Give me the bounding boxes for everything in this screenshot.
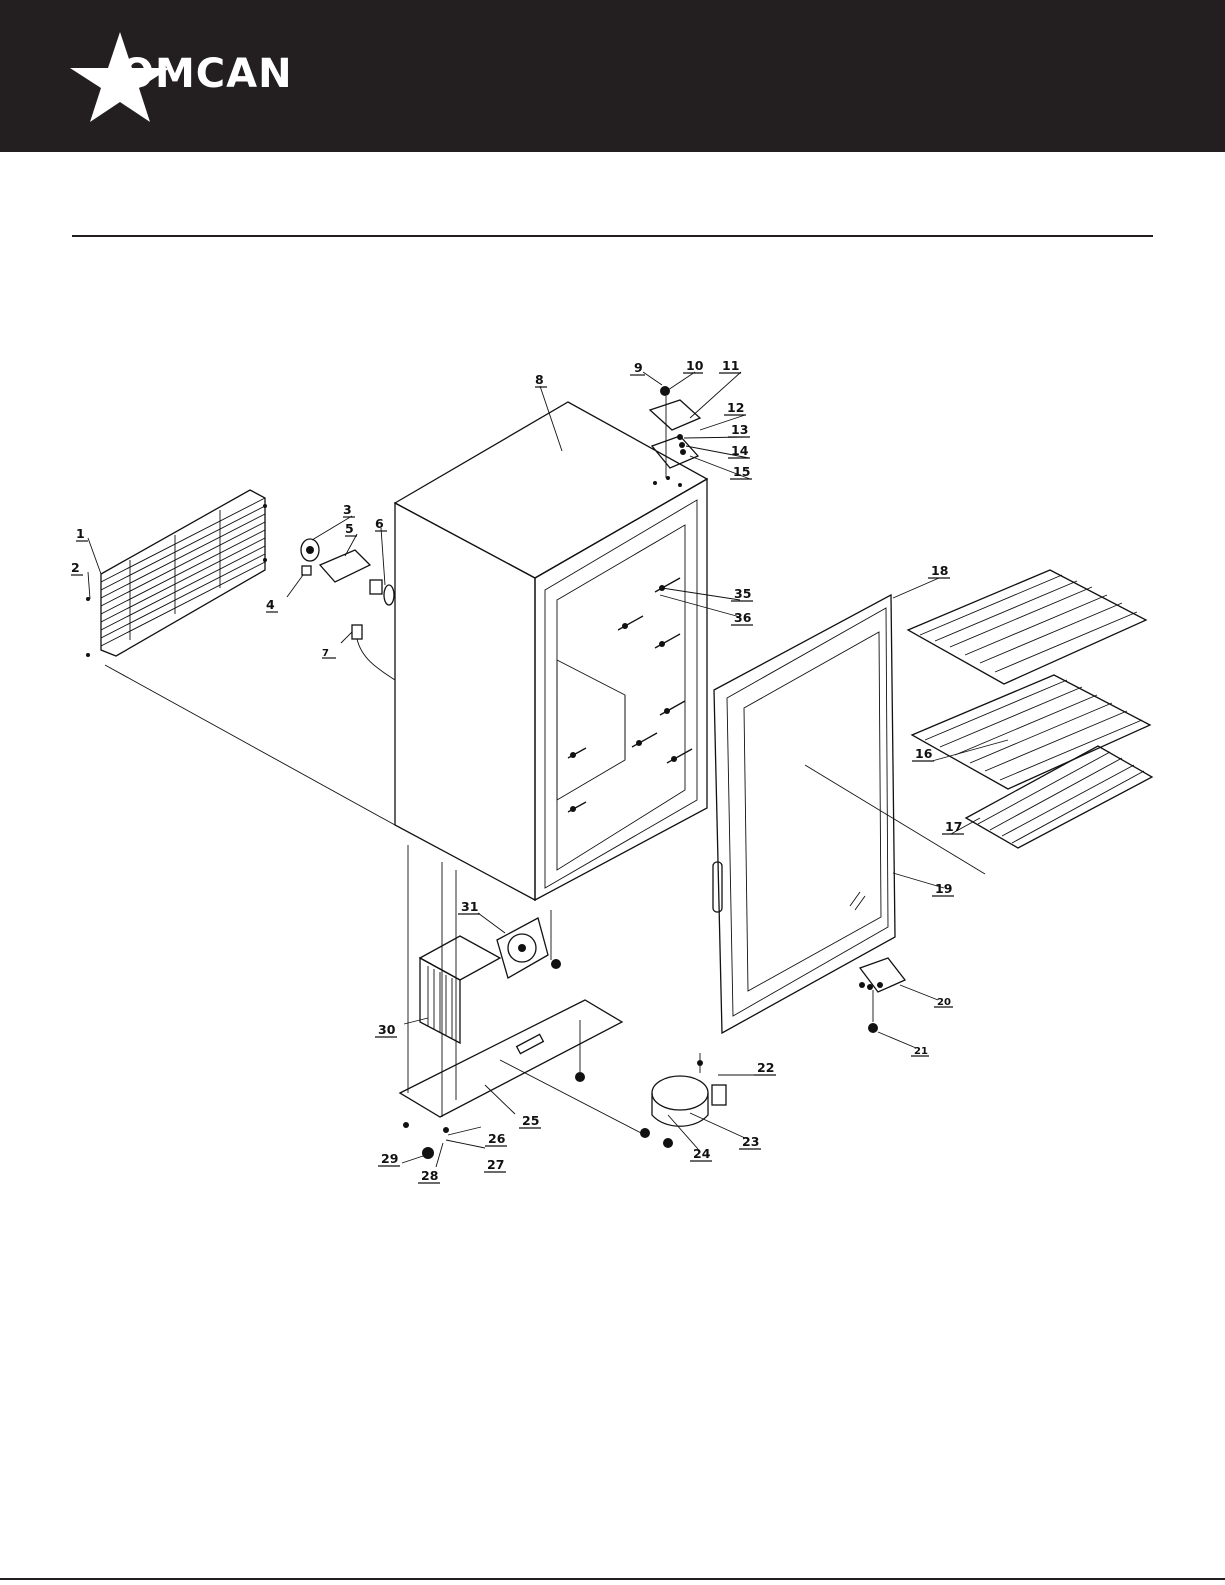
callout-28: 28	[421, 1168, 438, 1183]
callout-35: 35	[734, 586, 751, 601]
callout-20: 20	[937, 997, 951, 1008]
shelf-clips	[568, 578, 692, 812]
callout-3: 3	[343, 502, 352, 517]
callout-14: 14	[731, 443, 749, 458]
top-hinge	[650, 386, 700, 478]
callout-21: 21	[914, 1046, 928, 1057]
callout-8: 8	[535, 372, 544, 387]
thermostat-assembly	[301, 539, 395, 680]
callout-15: 15	[733, 464, 750, 479]
compressor	[640, 1053, 726, 1148]
callout-17: 17	[945, 819, 962, 834]
callout-7: 7	[322, 648, 329, 659]
wire-shelves	[908, 570, 1152, 848]
callout-19: 19	[935, 881, 952, 896]
callout-10: 10	[686, 358, 704, 373]
callout-4: 4	[266, 597, 275, 612]
callout-5: 5	[345, 521, 354, 536]
base-plate	[400, 845, 645, 1159]
callout-30: 30	[378, 1022, 396, 1037]
callout-9: 9	[634, 360, 643, 375]
callout-6: 6	[375, 516, 384, 531]
callout-27: 27	[487, 1157, 504, 1172]
callout-31: 31	[461, 899, 478, 914]
callout-25: 25	[522, 1113, 539, 1128]
callout-12: 12	[727, 400, 744, 415]
callout-labels: 1 2 3 4 5 6 7 8 9 10 11 12 13 14 15 16 1…	[71, 358, 964, 1183]
footer-rule	[0, 1578, 1225, 1580]
bottom-hinge	[859, 958, 905, 1033]
back-condenser	[86, 490, 267, 657]
callout-2: 2	[71, 560, 80, 575]
callout-23: 23	[742, 1134, 759, 1149]
callout-11: 11	[722, 358, 739, 373]
cabinet-body	[105, 402, 707, 900]
callout-36: 36	[734, 610, 752, 625]
callout-13: 13	[731, 422, 748, 437]
callout-24: 24	[693, 1146, 711, 1161]
callout-26: 26	[488, 1131, 506, 1146]
callout-29: 29	[381, 1151, 398, 1166]
leader-lines	[88, 372, 1008, 1167]
callout-22: 22	[757, 1060, 774, 1075]
callout-18: 18	[931, 563, 948, 578]
callout-1: 1	[76, 526, 85, 541]
glass-door	[713, 595, 985, 1033]
callout-16: 16	[915, 746, 933, 761]
